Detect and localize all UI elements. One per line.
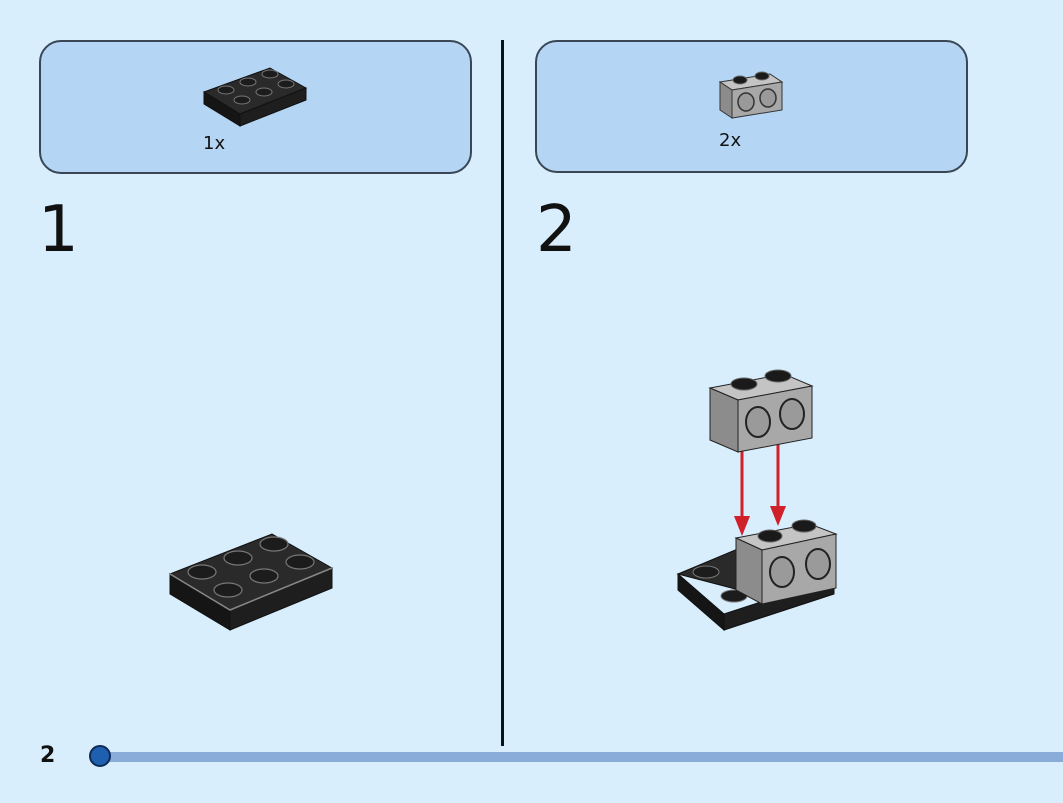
step-1-build-illustration — [168, 533, 334, 631]
page-number: 2 — [40, 743, 56, 768]
step-number: 2 — [536, 193, 577, 267]
step-number: 1 — [38, 193, 79, 267]
part-quantity: 2x — [719, 130, 742, 151]
step-2-build-illustration — [676, 369, 838, 632]
progress-bar — [100, 752, 1063, 762]
part-quantity: 1x — [203, 133, 226, 154]
progress-indicator-icon — [89, 745, 111, 767]
step-divider — [501, 40, 504, 746]
gray-1x2-technic-brick-icon — [718, 71, 784, 119]
black-2x3-plate-icon — [202, 67, 308, 127]
